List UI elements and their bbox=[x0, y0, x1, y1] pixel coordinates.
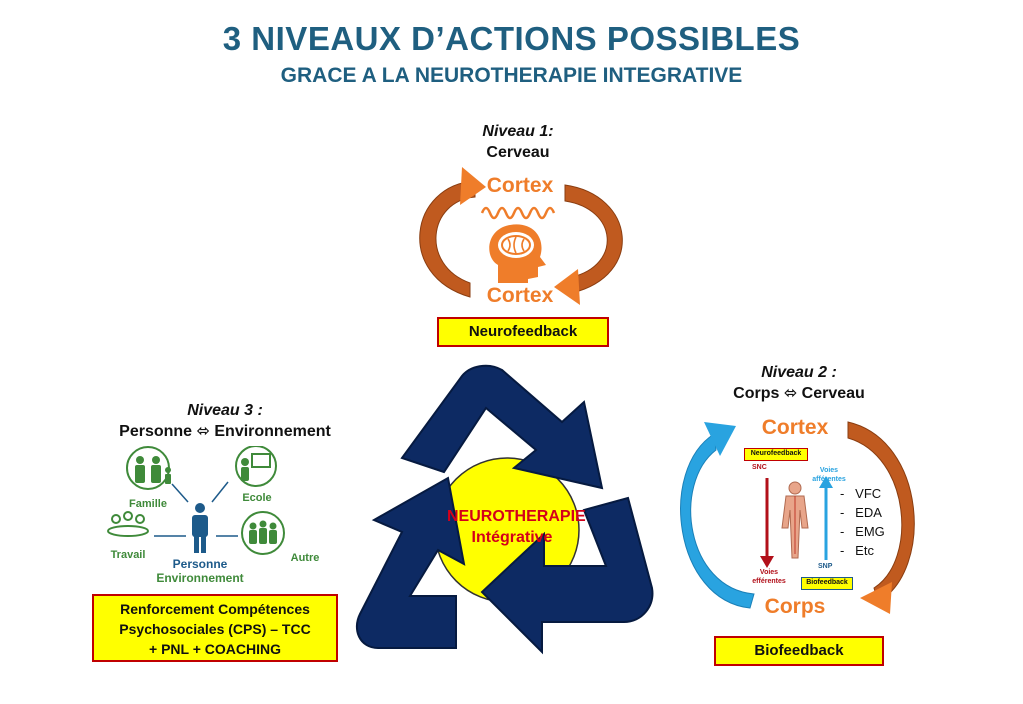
level3-network bbox=[107, 446, 285, 555]
level2-corps: Corps bbox=[764, 595, 826, 618]
mini-biofeedback-box: Biofeedback bbox=[801, 577, 853, 590]
recycle-arrow-left bbox=[355, 476, 466, 649]
level1-title: Niveau 1: Cerveau bbox=[418, 121, 618, 163]
biofeedback-box: Biofeedback bbox=[714, 636, 884, 666]
snc-label: SNC bbox=[752, 464, 767, 471]
label-ecole: Ecole bbox=[242, 492, 272, 504]
voies-afferentes-label: Voies afférentes bbox=[812, 467, 846, 483]
measure-item: - VFC bbox=[840, 486, 882, 501]
blue-curved-arrow bbox=[680, 433, 755, 609]
label-personne: Personne bbox=[172, 557, 228, 571]
level3-subheading: Personne ⬄ Environnement bbox=[119, 423, 331, 440]
level1-cycle bbox=[419, 167, 623, 305]
label-autre: Autre bbox=[290, 552, 320, 564]
recycle-arrow-bottom bbox=[480, 496, 654, 655]
cps-box: Renforcement Compétences Psychosociales … bbox=[92, 594, 338, 662]
snc-arrowhead bbox=[760, 556, 774, 568]
school-icon bbox=[235, 446, 277, 487]
center-label-1: NEUROTHERAPIE bbox=[447, 508, 586, 525]
snp-label: SNP bbox=[818, 563, 833, 570]
cycle-arrowhead-right bbox=[554, 269, 580, 305]
level2-title: Niveau 2 : Corps ⬄ Cerveau bbox=[694, 362, 904, 404]
page-subtitle: GRACE A LA NEUROTHERAPIE INTEGRATIVE bbox=[280, 64, 743, 87]
cps-line-2: Psychosociales (CPS) – TCC bbox=[119, 621, 311, 637]
measures-list: - VFC - EDA - EMG - Etc bbox=[840, 484, 900, 560]
label-famille: Famille bbox=[129, 498, 167, 510]
person-icon bbox=[192, 503, 208, 553]
level2-heading: Niveau 2 : bbox=[761, 364, 837, 381]
center-recycle bbox=[355, 364, 654, 655]
network-connectors bbox=[154, 481, 238, 537]
body-icon bbox=[781, 481, 809, 559]
group-icon bbox=[241, 511, 285, 555]
recycle-arrow-top bbox=[400, 364, 604, 490]
measure-item: - EMG bbox=[840, 524, 885, 539]
level1-heading: Niveau 1: bbox=[482, 123, 554, 140]
neurofeedback-box: Neurofeedback bbox=[437, 317, 609, 347]
orange-arrowhead bbox=[860, 582, 892, 614]
level2-cortex: Cortex bbox=[761, 416, 829, 439]
level1-cortex-top: Cortex bbox=[486, 174, 554, 197]
brainwave-icon bbox=[480, 206, 556, 220]
level3-title: Niveau 3 : Personne ⬄ Environnement bbox=[80, 400, 370, 442]
blue-arrowhead bbox=[704, 422, 736, 456]
level3-heading: Niveau 3 : bbox=[187, 402, 263, 419]
measure-item: - Etc bbox=[840, 543, 874, 558]
level2-cycle bbox=[680, 421, 915, 614]
center-label-2: Intégrative bbox=[471, 529, 553, 546]
level1-cortex-bottom: Cortex bbox=[486, 284, 554, 307]
level2-subheading: Corps ⬄ Cerveau bbox=[733, 385, 865, 402]
brain-head-icon bbox=[489, 224, 546, 283]
cps-line-3: + PNL + COACHING bbox=[149, 641, 281, 657]
measure-item: - EDA bbox=[840, 505, 882, 520]
label-environnement: Environnement bbox=[156, 571, 244, 585]
voies-efferentes-label: Voies efférentes bbox=[752, 569, 786, 585]
label-travail: Travail bbox=[110, 549, 146, 561]
cycle-arrow-left bbox=[419, 180, 476, 298]
family-icon bbox=[126, 446, 171, 490]
page-title: 3 NIVEAUX D’ACTIONS POSSIBLES bbox=[222, 20, 801, 57]
cycle-arrowhead-left bbox=[460, 167, 486, 205]
cps-line-1: Renforcement Compétences bbox=[120, 601, 310, 617]
mini-neurofeedback-box: Neurofeedback bbox=[744, 448, 808, 461]
snp-arrowhead bbox=[819, 476, 833, 488]
work-icon bbox=[107, 511, 149, 537]
level1-subheading: Cerveau bbox=[486, 144, 550, 161]
